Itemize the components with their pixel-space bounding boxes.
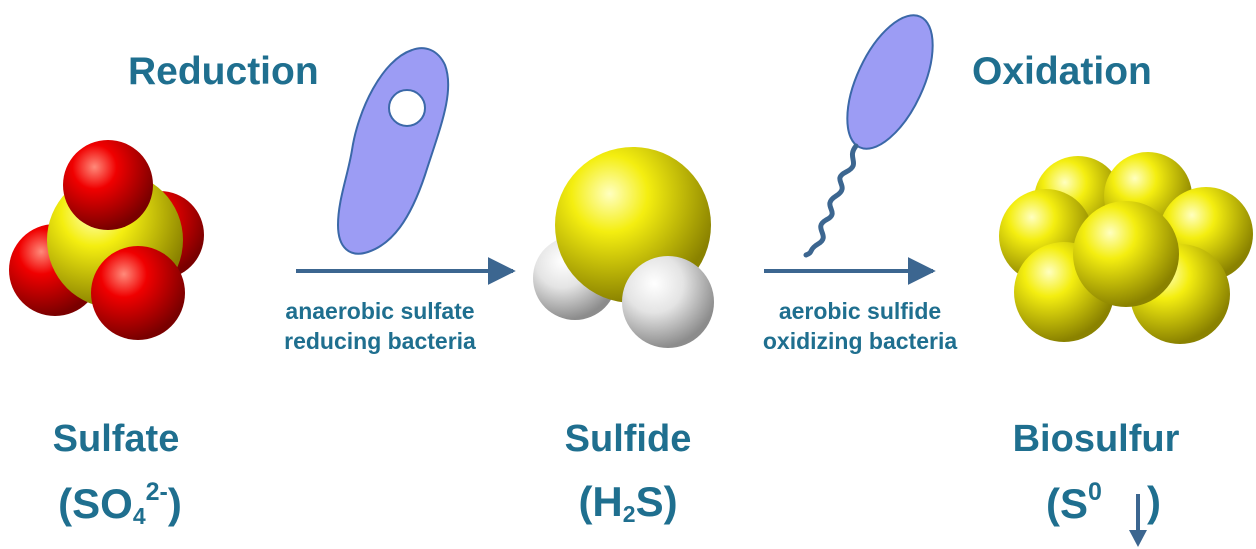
sulfur-atom (1073, 201, 1179, 307)
oxygen-atom (63, 140, 153, 230)
reduction-caption-line2: reducing bacteria (284, 328, 476, 354)
biosulfur-formula-right: ) (1147, 478, 1171, 526)
reduction-caption: anaerobic sulfate reducing bacteria (262, 296, 498, 356)
oxidation-caption: aerobic sulfide oxidizing bacteria (742, 296, 978, 356)
hydrogen-atom (622, 256, 714, 348)
sulfide-name: Sulfide (564, 418, 692, 460)
down-arrow-icon (1129, 494, 1147, 547)
biosulfur-formula-close: ) (1147, 478, 1161, 525)
sulfate-name: Sulfate (52, 418, 180, 460)
biosulfur-cluster (999, 152, 1253, 344)
sulfide-formula-close: S) (635, 478, 678, 525)
oxygen-atom (91, 246, 185, 340)
sulfate-molecule (9, 140, 204, 340)
anaerobic-bacterium-icon (336, 47, 450, 255)
biosulfur-formula-open: (S (1046, 480, 1088, 527)
biosulfur-name: Biosulfur (1012, 418, 1180, 460)
biosulfur-formula-left: (S0 (1046, 478, 1130, 528)
reduction-heading: Reduction (128, 50, 319, 93)
sulfate-formula-charge: 2- (145, 478, 168, 506)
oxidation-heading: Oxidation (972, 50, 1152, 93)
sulfide-molecule (533, 147, 714, 348)
sulfate-formula-open: (SO (58, 480, 133, 527)
sulfide-formula-open: (H (578, 478, 623, 525)
biosulfur-formula-oxidation-state: 0 (1088, 478, 1102, 506)
sulfate-formula-subscript: 4 (132, 503, 146, 529)
oxidation-caption-line1: aerobic sulfide (778, 298, 942, 324)
oxidation-caption-line2: oxidizing bacteria (762, 328, 958, 354)
reduction-caption-line1: anaerobic sulfate (285, 298, 475, 324)
sulfate-formula: (SO42-) (20, 478, 220, 530)
flagellated-bacterium-icon (803, 14, 934, 258)
sulfide-formula-subscript: 2 (622, 501, 636, 527)
sulfate-formula-close: ) (167, 480, 182, 527)
sulfide-formula: (H2S) (533, 478, 723, 528)
